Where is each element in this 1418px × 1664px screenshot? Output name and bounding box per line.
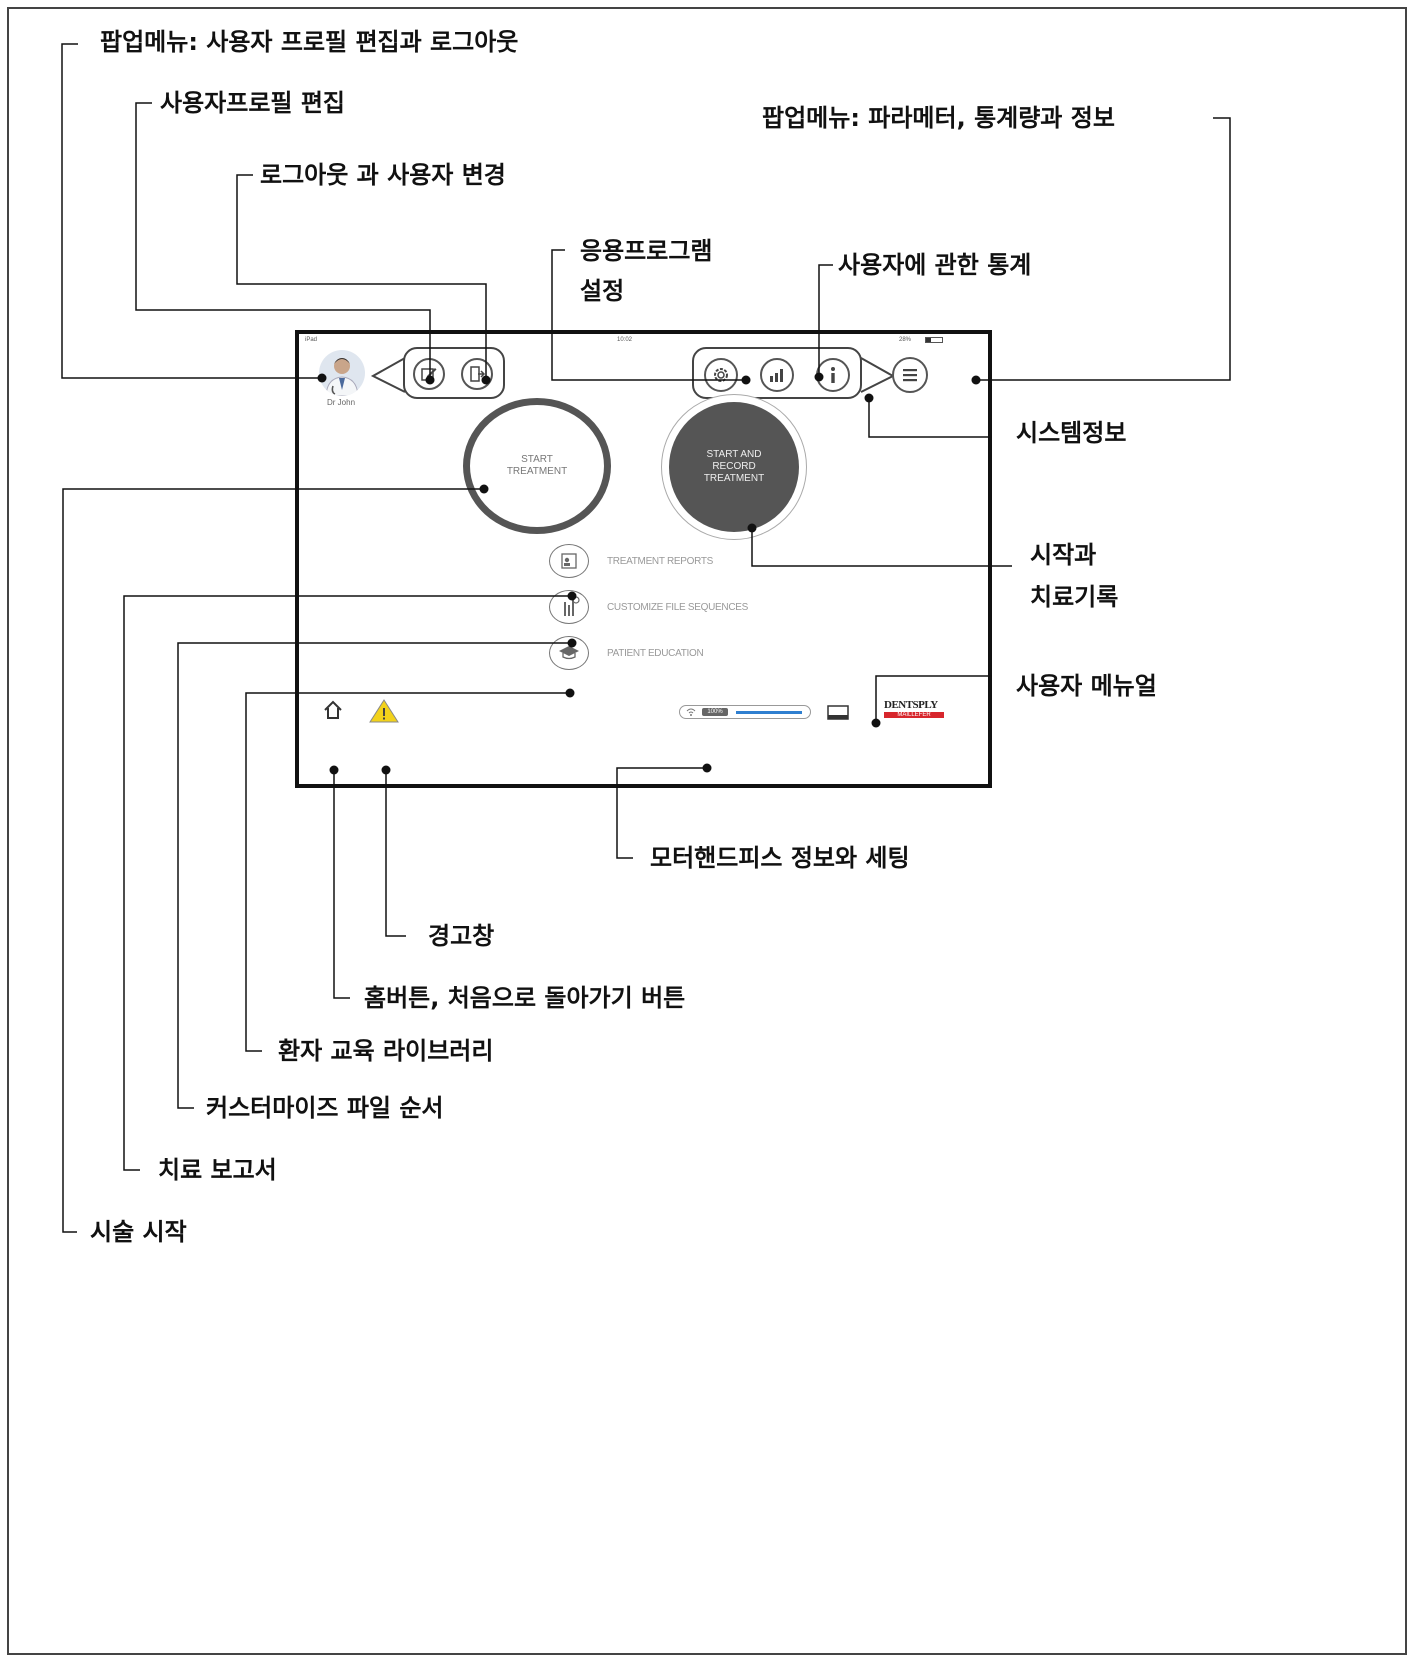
figure-frame xyxy=(7,7,1407,1655)
hamburger-icon xyxy=(903,369,917,382)
callout-home-button: 홈버튼, 처음으로 돌아가기 버튼 xyxy=(364,984,686,1012)
callout-start-record-1: 시작과 xyxy=(1030,541,1097,569)
dot-record xyxy=(747,523,757,533)
start-record-disc: START AND RECORD TREATMENT xyxy=(669,402,799,532)
user-manual-icon[interactable] xyxy=(825,702,851,722)
dot-start xyxy=(479,484,489,494)
motor-battery-label: 100% xyxy=(702,708,728,716)
start-record-label: START AND RECORD TREATMENT xyxy=(703,449,765,484)
treatment-reports-item[interactable]: TREATMENT REPORTS xyxy=(549,544,713,578)
report-icon xyxy=(549,544,589,578)
callout-user-manual: 사용자 메뉴얼 xyxy=(1016,672,1157,700)
dot-education xyxy=(565,688,575,698)
warning-icon[interactable] xyxy=(369,699,399,723)
callout-custom-sequence: 커스터마이즈 파일 순서 xyxy=(206,1094,444,1122)
dot-motor xyxy=(702,763,712,773)
callout-user-stats: 사용자에 관한 통계 xyxy=(838,251,1032,279)
callout-popup-params: 팝업메뉴: 파라메터, 통계량과 정보 xyxy=(762,104,1115,132)
status-battery-text: 28% xyxy=(899,337,912,343)
dot-avatar xyxy=(317,373,327,383)
treatment-reports-label: TREATMENT REPORTS xyxy=(607,555,714,567)
dentsply-maillefer-logo: DENTSPLY MAILLEFER xyxy=(884,699,944,718)
callout-patient-library: 환자 교육 라이브러리 xyxy=(278,1037,494,1065)
user-stats-button[interactable] xyxy=(760,358,794,392)
home-icon[interactable] xyxy=(323,700,343,720)
params-popup xyxy=(692,347,862,399)
brand-top: DENTSPLY xyxy=(884,699,938,711)
edit-profile-button[interactable] xyxy=(413,358,445,390)
callout-popup-profile-logout: 팝업메뉴: 사용자 프로필 편집과 로그아웃 xyxy=(100,28,519,56)
callout-app-settings-2: 설정 xyxy=(580,277,625,305)
dot-manual xyxy=(871,718,881,728)
status-device: iPad xyxy=(305,337,318,343)
motor-handpiece-widget[interactable]: 100% xyxy=(679,705,811,719)
brand-bottom: MAILLEFER xyxy=(884,712,944,718)
start-treatment-button[interactable]: START TREATMENT xyxy=(463,398,611,534)
patient-education-label: PATIENT EDUCATION xyxy=(607,647,704,659)
user-name: Dr John xyxy=(327,398,356,407)
doctor-avatar-icon xyxy=(325,358,359,396)
callout-motor-info: 모터핸드피스 정보와 세팅 xyxy=(650,844,910,872)
start-treatment-label: START TREATMENT xyxy=(506,454,568,477)
dot-reports xyxy=(567,591,577,601)
callout-treatment-report: 치료 보고서 xyxy=(158,1156,277,1184)
callout-start-procedure: 시술 시작 xyxy=(90,1218,187,1246)
logout-door-icon xyxy=(470,366,486,382)
dot-settings xyxy=(741,375,751,385)
motor-status-bar xyxy=(736,711,802,714)
logout-button[interactable] xyxy=(461,358,493,390)
profile-popup xyxy=(403,347,505,399)
popup-pointer-left xyxy=(370,357,406,393)
avatar[interactable] xyxy=(319,350,365,396)
bar-chart-icon xyxy=(770,369,783,382)
dot-warning xyxy=(381,765,391,775)
menu-button[interactable] xyxy=(892,357,928,393)
gear-icon xyxy=(714,368,728,382)
start-record-button[interactable]: START AND RECORD TREATMENT xyxy=(661,394,807,540)
wifi-icon xyxy=(686,708,696,716)
app-settings-button[interactable] xyxy=(704,358,738,392)
status-time: 10:02 xyxy=(617,337,633,343)
customize-sequences-label: CUSTOMIZE FILE SEQUENCES xyxy=(607,601,748,613)
battery-icon xyxy=(925,337,943,343)
callout-start-record-2: 치료기록 xyxy=(1030,583,1119,611)
dot-sequences xyxy=(567,638,577,648)
callout-warning: 경고창 xyxy=(428,922,495,950)
dot-menu xyxy=(971,375,981,385)
info-icon xyxy=(831,367,835,383)
dot-logout xyxy=(481,375,491,385)
dot-stats xyxy=(814,372,824,382)
dot-info xyxy=(864,393,874,403)
dot-home xyxy=(329,765,339,775)
callout-system-info: 시스템정보 xyxy=(1016,419,1127,447)
dot-edit xyxy=(425,375,435,385)
callout-logout-change-user: 로그아웃 과 사용자 변경 xyxy=(260,161,506,189)
callout-edit-profile: 사용자프로필 편집 xyxy=(160,89,345,117)
callout-app-settings-1: 응용프로그램 xyxy=(580,237,713,265)
